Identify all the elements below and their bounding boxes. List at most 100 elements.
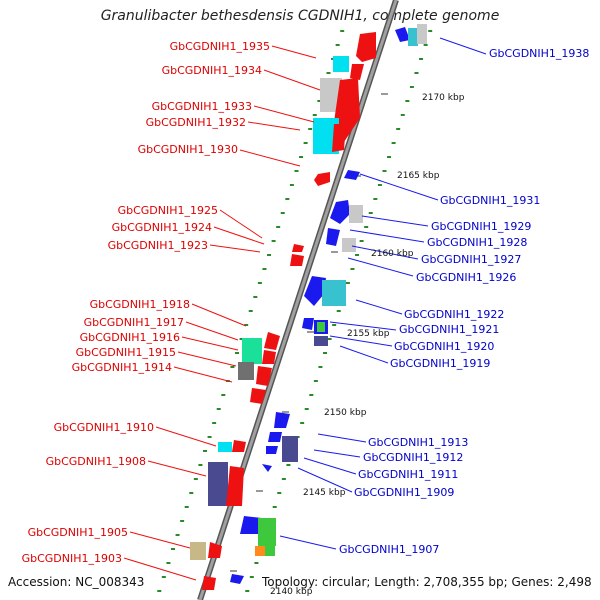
- gene-label[interactable]: GbCGDNIH1_1931: [440, 194, 540, 207]
- gene-label[interactable]: GbCGDNIH1_1912: [363, 451, 463, 464]
- leader-line: [361, 215, 429, 227]
- leader-line: [129, 531, 191, 549]
- leader-line: [313, 449, 361, 458]
- leader-line: [239, 149, 301, 167]
- gene-label[interactable]: GbCGDNIH1_1930: [138, 143, 238, 156]
- track-dot: [285, 198, 290, 200]
- track-dot: [289, 184, 294, 186]
- leader-line: [173, 366, 233, 383]
- leader-line: [279, 535, 337, 550]
- kbp-label: 2165 kbp: [397, 171, 440, 181]
- gene-label[interactable]: GbCGDNIH1_1929: [431, 220, 531, 233]
- gene-label[interactable]: GbCGDNIH1_1905: [28, 526, 128, 539]
- leader-line: [271, 45, 317, 59]
- track-dot: [166, 562, 171, 564]
- track-dot: [423, 44, 428, 46]
- track-dot: [303, 142, 308, 144]
- gene-label[interactable]: GbCGDNIH1_1926: [416, 271, 516, 284]
- gene-label[interactable]: GbCGDNIH1_1920: [394, 340, 494, 353]
- gene-label[interactable]: GbCGDNIH1_1908: [46, 455, 146, 468]
- gene-label[interactable]: GbCGDNIH1_1915: [76, 346, 176, 359]
- track-dot: [272, 506, 277, 508]
- track-dot: [161, 576, 166, 578]
- track-dot: [221, 394, 226, 396]
- track-dot: [157, 590, 162, 592]
- gene-label[interactable]: GbCGDNIH1_1932: [146, 116, 246, 129]
- track-dot: [364, 226, 369, 228]
- leader-line: [317, 433, 367, 443]
- track-dot: [323, 352, 328, 354]
- gene-label[interactable]: GbCGDNIH1_1921: [399, 323, 499, 336]
- track-dot: [336, 310, 341, 312]
- kbp-label: 2160 kbp: [371, 249, 414, 259]
- track-dot: [230, 366, 235, 368]
- gene-label[interactable]: GbCGDNIH1_1903: [22, 552, 122, 565]
- track-dot: [377, 184, 382, 186]
- track-dot: [409, 86, 414, 88]
- leader-line: [155, 426, 217, 447]
- track-dot: [193, 478, 198, 480]
- track-dot: [277, 492, 282, 494]
- right-leader-lines: [279, 37, 487, 550]
- track-dot: [345, 282, 350, 284]
- track-dot: [327, 338, 332, 340]
- gene-label[interactable]: GbCGDNIH1_1907: [339, 543, 439, 556]
- gene-label[interactable]: GbCGDNIH1_1911: [358, 468, 458, 481]
- leader-line: [147, 460, 207, 477]
- gene-label[interactable]: GbCGDNIH1_1922: [404, 308, 504, 321]
- kbp-label: 2145 kbp: [303, 488, 346, 498]
- track-dot: [373, 198, 378, 200]
- track-dot: [419, 58, 424, 60]
- gene-label[interactable]: GbCGDNIH1_1924: [112, 221, 212, 234]
- track-dot: [254, 562, 259, 564]
- gene-label[interactable]: GbCGDNIH1_1934: [162, 64, 262, 77]
- track-dot: [248, 310, 253, 312]
- track-dot: [359, 240, 364, 242]
- track-dot: [318, 366, 323, 368]
- gene-label[interactable]: GbCGDNIH1_1928: [427, 236, 527, 249]
- track-dot: [309, 394, 314, 396]
- left-gene-blocks: [190, 32, 376, 590]
- track-dot: [300, 422, 305, 424]
- track-dot: [313, 380, 318, 382]
- kbp-label: 2150 kbp: [324, 408, 367, 418]
- gene-label[interactable]: GbCGDNIH1_1910: [54, 421, 154, 434]
- track-dot: [299, 156, 304, 158]
- track-dot: [203, 450, 207, 452]
- gene-label[interactable]: GbCGDNIH1_1909: [354, 486, 454, 499]
- leader-line: [355, 299, 403, 315]
- gene-label[interactable]: GbCGDNIH1_1916: [80, 331, 180, 344]
- gene-label[interactable]: GbCGDNIH1_1918: [90, 298, 190, 311]
- left-leader-lines: [123, 45, 321, 581]
- leader-line: [213, 226, 265, 245]
- kbp-label: 2170 kbp: [422, 93, 465, 103]
- gene-label[interactable]: GbCGDNIH1_1914: [72, 361, 172, 374]
- leader-line: [351, 245, 419, 260]
- track-dot: [294, 170, 299, 172]
- track-dot: [326, 72, 331, 74]
- gene-label[interactable]: GbCGDNIH1_1935: [170, 40, 270, 53]
- leader-line: [219, 209, 263, 239]
- gene-label[interactable]: GbCGDNIH1_1927: [421, 253, 521, 266]
- gene-label[interactable]: GbCGDNIH1_1933: [152, 100, 252, 113]
- track-dot: [405, 100, 410, 102]
- track-dot: [308, 128, 313, 130]
- gene-label[interactable]: GbCGDNIH1_1938: [489, 47, 589, 60]
- track-dot: [332, 324, 337, 326]
- gene-label[interactable]: GbCGDNIH1_1913: [368, 436, 468, 449]
- track-dot: [235, 352, 240, 354]
- track-dot: [391, 142, 396, 144]
- track-dot: [253, 296, 258, 298]
- track-dot: [198, 464, 203, 466]
- gene-label[interactable]: GbCGDNIH1_1923: [108, 239, 208, 252]
- kbp-ticks: [230, 93, 388, 572]
- leader-line: [349, 229, 425, 243]
- leader-line: [339, 345, 389, 364]
- track-dot: [312, 114, 317, 116]
- leader-line: [247, 121, 301, 131]
- gene-label[interactable]: GbCGDNIH1_1925: [118, 204, 218, 217]
- gene-label[interactable]: GbCGDNIH1_1917: [84, 316, 184, 329]
- gene-label[interactable]: GbCGDNIH1_1919: [390, 357, 490, 370]
- track-dot: [239, 338, 244, 340]
- leader-line: [181, 336, 239, 351]
